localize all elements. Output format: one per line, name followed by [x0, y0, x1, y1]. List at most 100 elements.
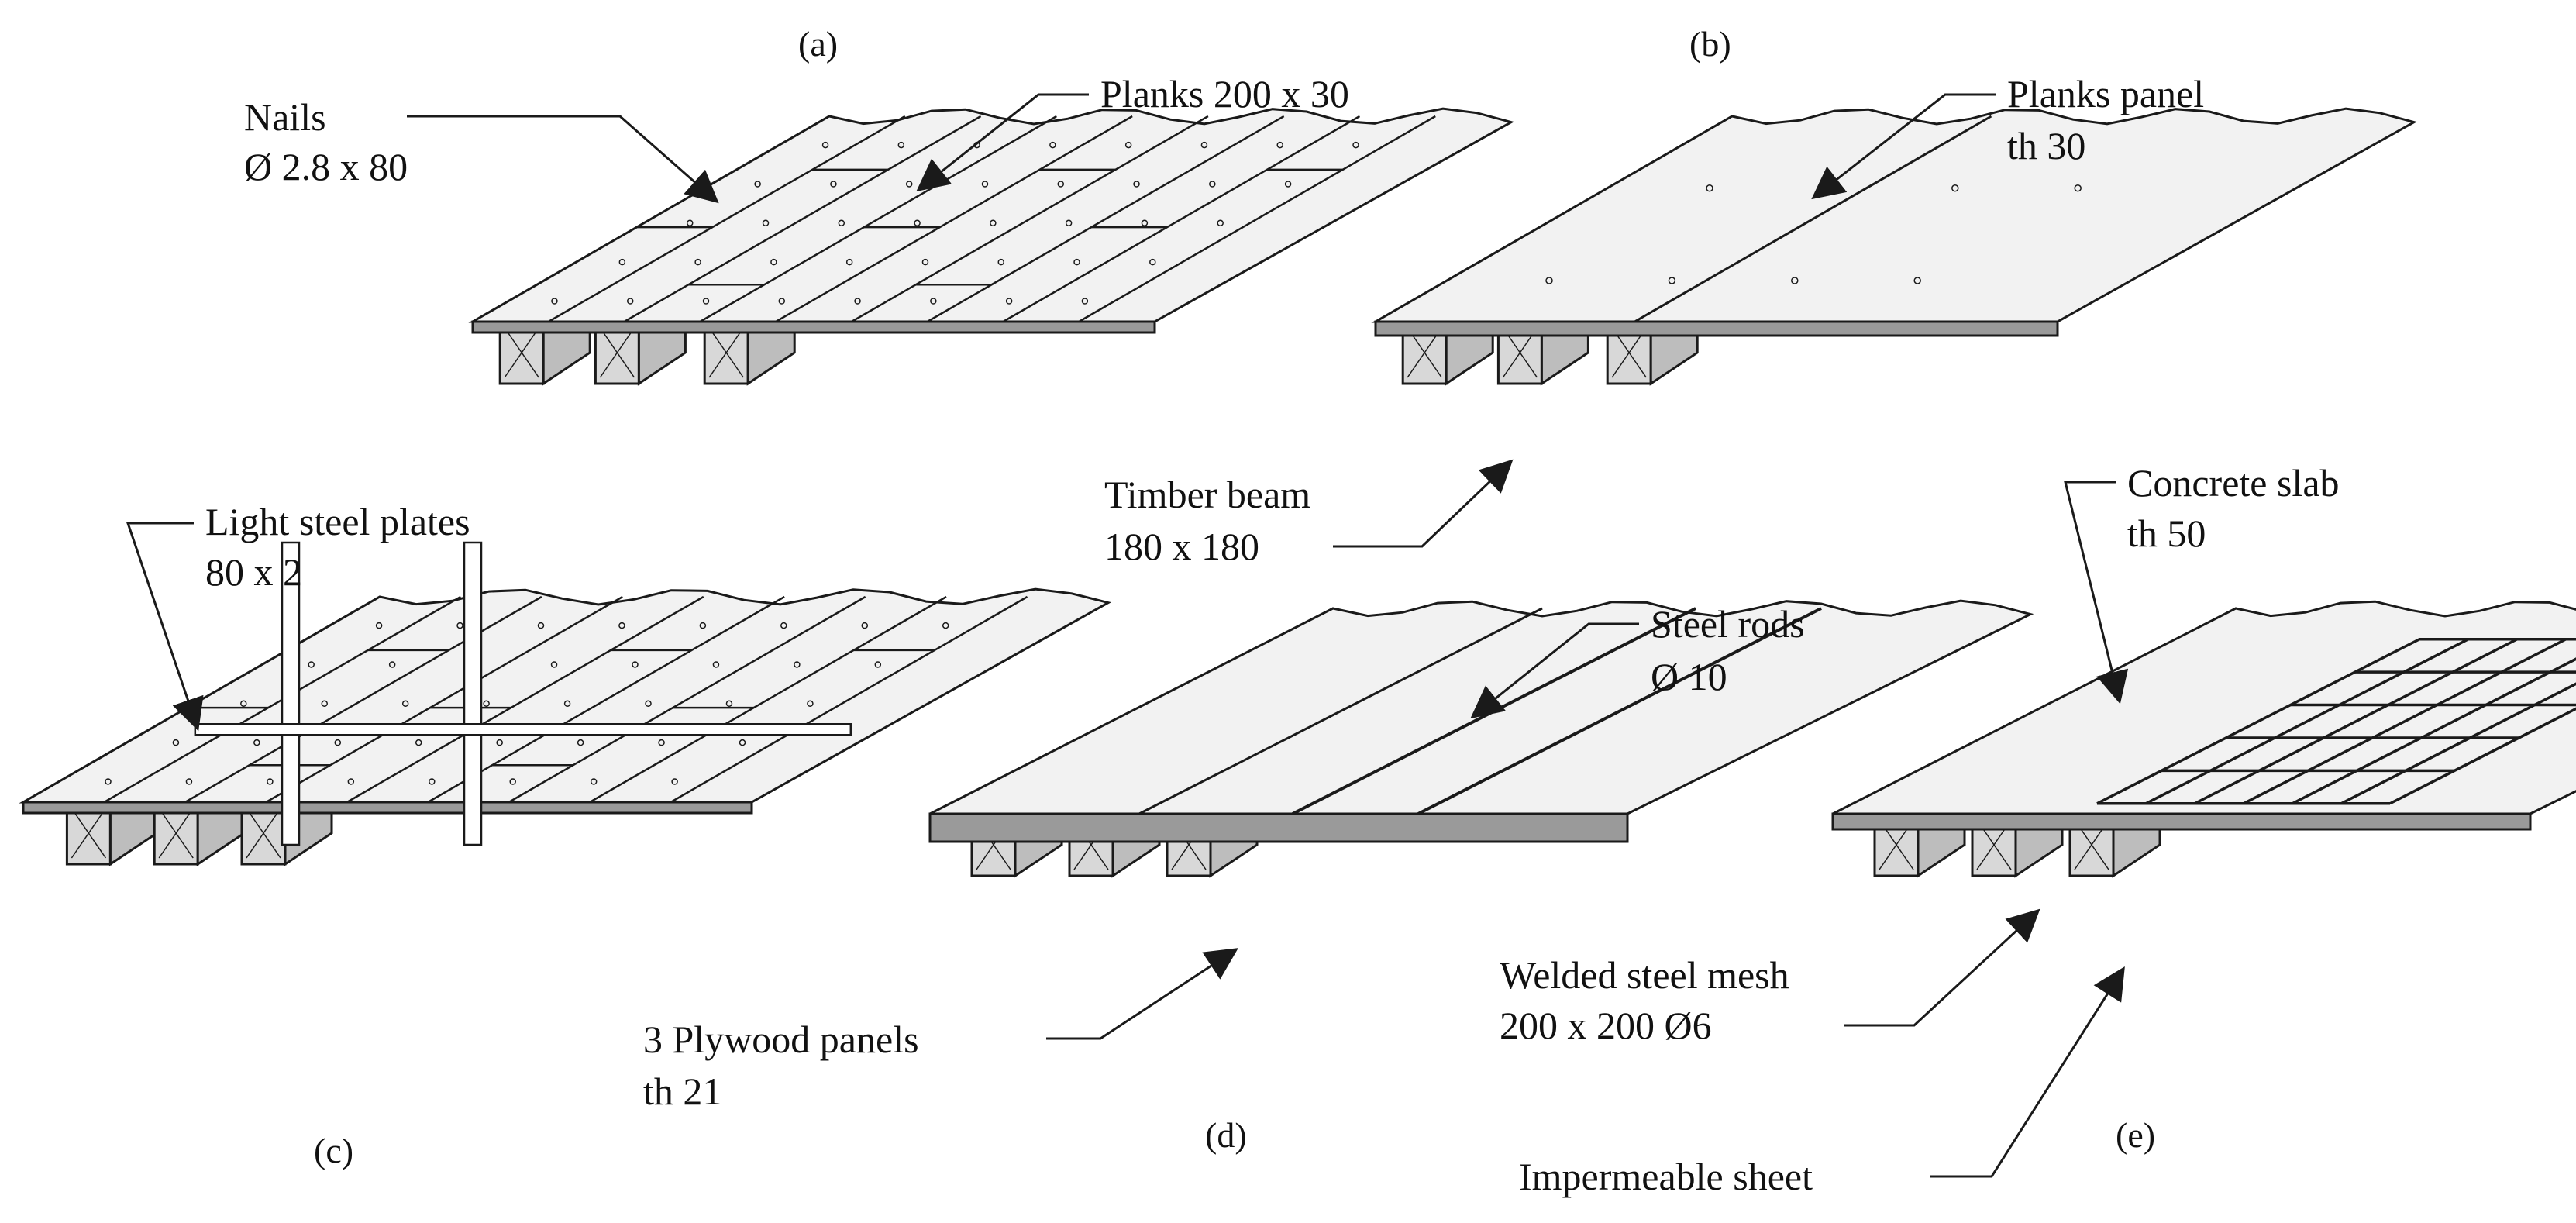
- nail: [267, 778, 274, 785]
- nail: [905, 181, 913, 188]
- nail: [537, 622, 545, 629]
- nail: [253, 739, 260, 746]
- nail: [921, 258, 929, 266]
- nail: [942, 622, 949, 629]
- steel-rods-size-label: Ø 10: [1651, 655, 1727, 698]
- nail: [375, 622, 383, 629]
- nail: [618, 622, 625, 629]
- panel-e-label: (e): [2116, 1115, 2155, 1155]
- plank-joint: [927, 115, 1285, 323]
- nail: [347, 778, 355, 785]
- nail: [1005, 298, 1013, 305]
- panel-c-label: (c): [314, 1131, 353, 1170]
- nail: [415, 739, 422, 746]
- panel-a-drawing: [468, 107, 1514, 386]
- screw: [1791, 277, 1799, 284]
- nails-label: Nails: [244, 95, 326, 139]
- nail: [821, 141, 829, 149]
- steel-plates-leader: [126, 522, 204, 732]
- nail: [854, 298, 861, 305]
- nail: [1276, 141, 1283, 149]
- nail: [321, 700, 328, 708]
- screw: [1706, 184, 1713, 192]
- nail: [618, 258, 626, 266]
- beam-hatch: [71, 808, 107, 859]
- mesh-bar: [2340, 682, 2576, 805]
- nail: [778, 298, 786, 305]
- nail: [551, 298, 558, 305]
- nail: [483, 700, 490, 708]
- nail: [1073, 258, 1080, 266]
- plank-joint: [548, 115, 906, 323]
- nails-size-label: Ø 2.8 x 80: [244, 145, 408, 188]
- nail: [845, 258, 853, 266]
- nail: [577, 739, 584, 746]
- impermeable-sheet-leader: [1930, 966, 2125, 1178]
- nail: [794, 661, 801, 668]
- mesh-bar: [2243, 638, 2567, 805]
- nails-leader: [407, 115, 719, 204]
- plank-joint: [589, 595, 947, 804]
- nail: [1352, 141, 1359, 149]
- nail: [874, 661, 882, 668]
- plank-joint: [1078, 115, 1436, 323]
- nail: [762, 219, 770, 227]
- nail: [702, 298, 710, 305]
- screw: [1545, 277, 1553, 284]
- panel-d-label: (d): [1205, 1115, 1247, 1155]
- front-edge: [1374, 320, 2059, 337]
- nail: [981, 181, 989, 188]
- floor-surface: [468, 107, 1514, 323]
- plywood-thickness-label: th 21: [643, 1070, 721, 1113]
- steel-plates-size-label: 80 x 2: [205, 550, 302, 594]
- nail: [997, 258, 1004, 266]
- nail: [1200, 141, 1208, 149]
- plank-joint: [623, 115, 982, 323]
- nail: [1081, 298, 1089, 305]
- nail: [1284, 181, 1292, 188]
- nail: [401, 700, 409, 708]
- planks-panel-thickness-label: th 30: [2007, 124, 2085, 167]
- front-edge: [1831, 812, 2532, 831]
- nail: [172, 739, 180, 746]
- panel-b-drawing: [1371, 107, 2417, 386]
- plywood-label: 3 Plywood panels: [643, 1018, 919, 1061]
- mesh-bar: [2292, 657, 2576, 805]
- panel-d-drawing: [928, 599, 2034, 878]
- nail: [105, 778, 112, 785]
- planks-leader: [916, 93, 1089, 192]
- nail: [1209, 181, 1216, 188]
- nail: [838, 219, 845, 227]
- panel-joint: [1634, 115, 1992, 323]
- beam-hatch: [599, 327, 635, 378]
- plywood-leader: [1046, 948, 1238, 1040]
- leader-lines: [126, 93, 2129, 1178]
- nail: [1124, 141, 1132, 149]
- planks-label: Planks 200 x 30: [1100, 72, 1349, 115]
- front-edge: [928, 812, 1629, 843]
- nail: [1149, 258, 1156, 266]
- panel-e-drawing: [1831, 600, 2576, 878]
- plank-joint: [346, 595, 704, 804]
- welded-mesh-leader: [1844, 908, 2040, 1027]
- beam-hatch: [158, 808, 194, 859]
- steel-plates-label: Light steel plates: [205, 500, 470, 543]
- planks-panel-leader: [1811, 93, 1996, 200]
- nail: [509, 778, 516, 785]
- timber-beam-leader: [1333, 459, 1514, 548]
- plank-joint: [1002, 115, 1361, 323]
- concrete-slab-leader: [2064, 481, 2129, 705]
- nail: [1133, 181, 1140, 188]
- plywood-joint: [1138, 607, 1543, 815]
- mesh-bar: [2389, 707, 2576, 805]
- concrete-slab-label: Concrete slab: [2127, 461, 2340, 505]
- beam-hatch: [246, 808, 281, 859]
- steel-rods-leader: [1470, 622, 1639, 719]
- impermeable-sheet-label: Impermeable sheet: [1519, 1155, 1813, 1198]
- mesh-bar: [2145, 638, 2469, 805]
- nail: [739, 739, 746, 746]
- floor-surface: [1371, 107, 2417, 323]
- panel-c-drawing: [19, 541, 1112, 866]
- panel-b-label: (b): [1689, 24, 1731, 64]
- plank-joint: [775, 115, 1133, 323]
